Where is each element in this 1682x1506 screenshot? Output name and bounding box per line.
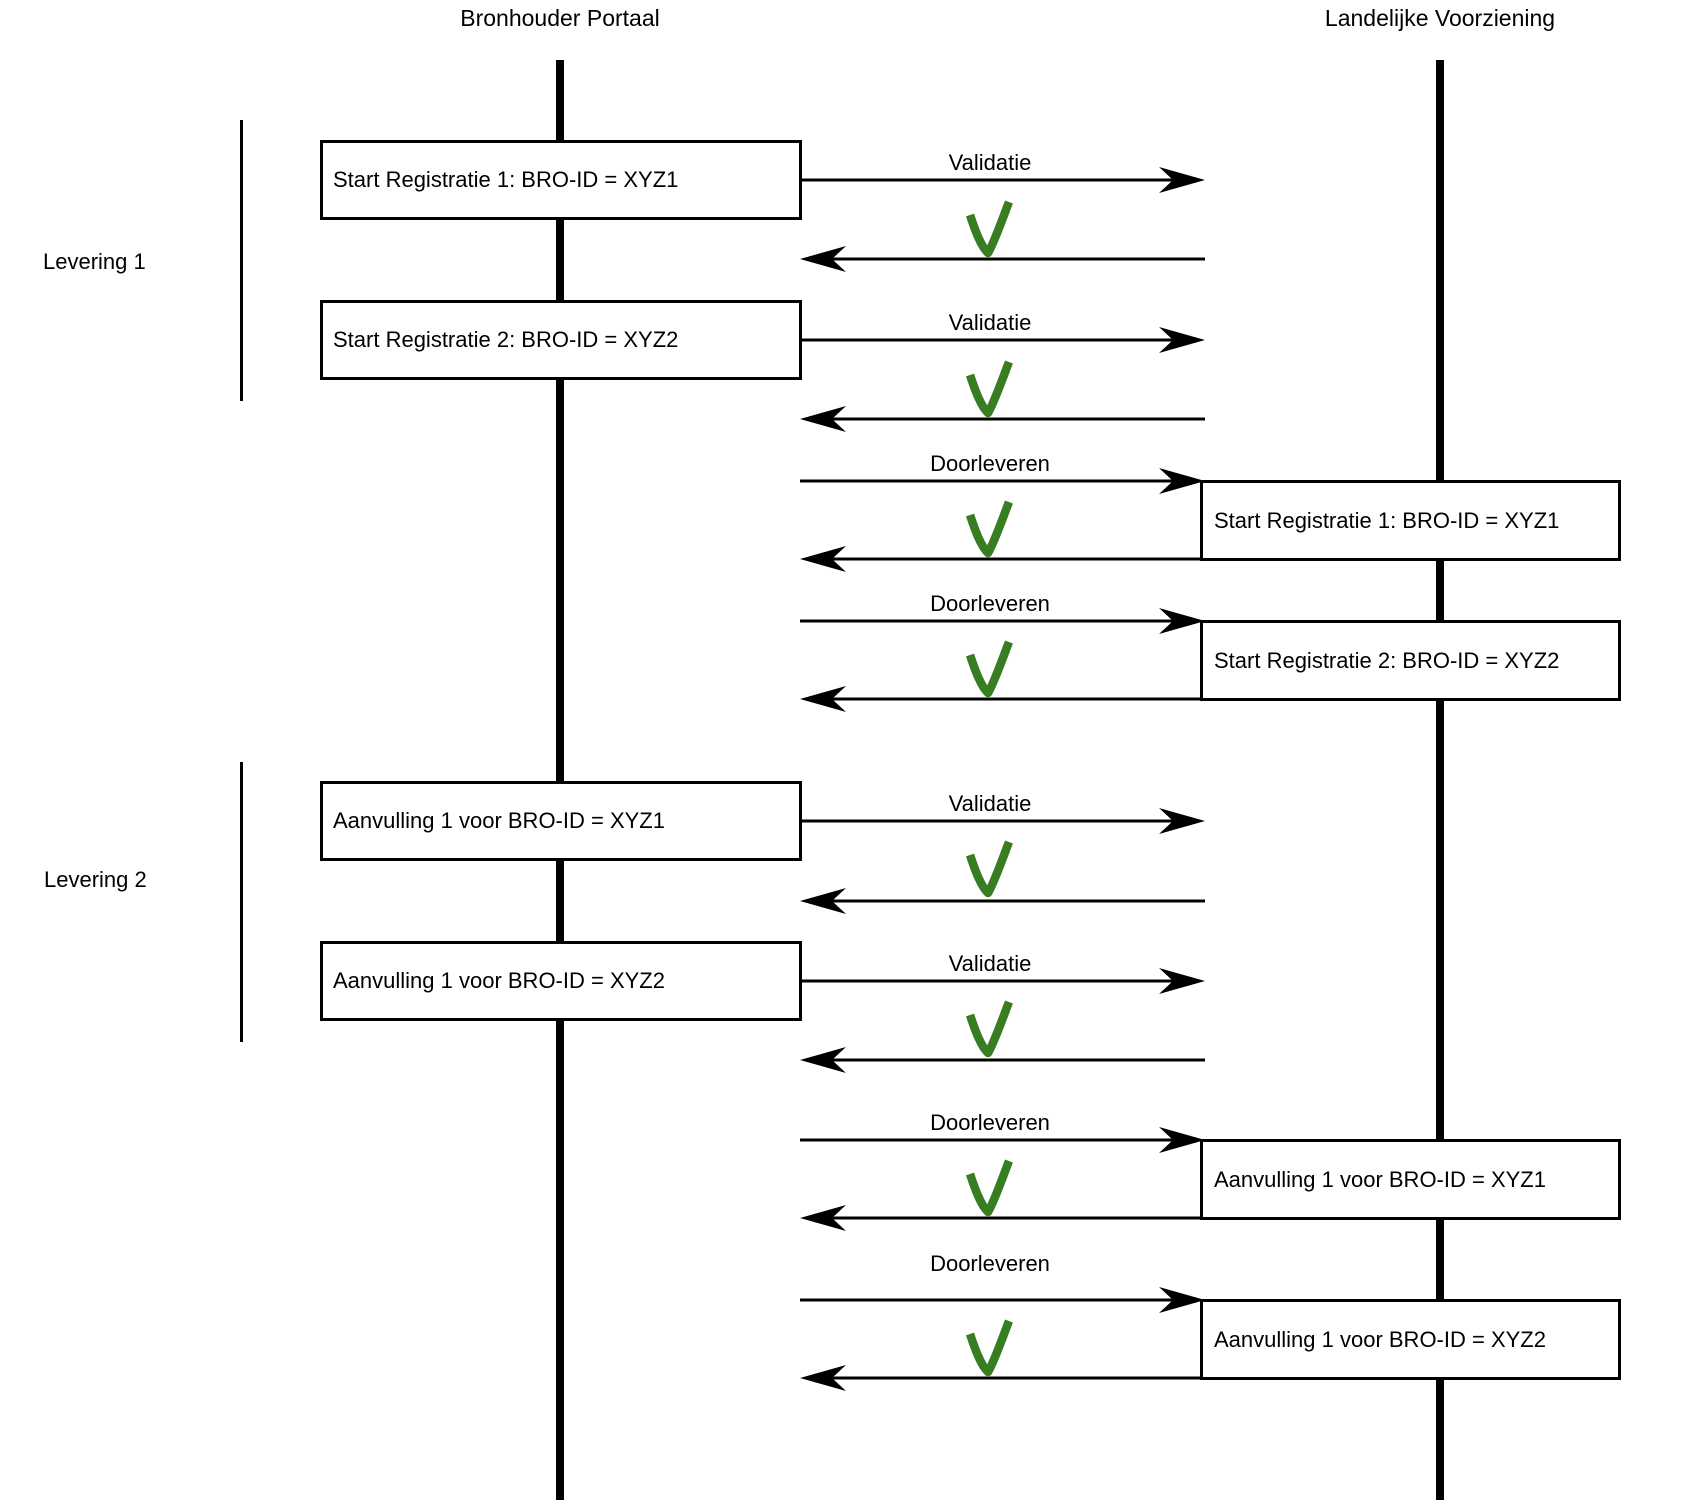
message-label-doorleveren: Doorleveren <box>930 1110 1050 1135</box>
success-check-icon <box>965 360 1013 418</box>
message-label-validatie: Validatie <box>948 310 1032 335</box>
response-arrow <box>800 246 1205 272</box>
message-label-doorleveren: Doorleveren <box>930 451 1050 476</box>
checkmark-stroke <box>965 360 1013 418</box>
arrow-head-icon <box>800 1047 846 1073</box>
request-arrow <box>800 327 1205 353</box>
request-arrow <box>800 968 1205 994</box>
group-bracket-levering-1 <box>240 120 243 401</box>
arrow-head-icon <box>1159 1127 1205 1153</box>
message-box-start-registratie-1-lv: Start Registratie 1: BRO-ID = XYZ1 <box>1200 480 1621 561</box>
group-label-levering-1: Levering 1 <box>43 249 146 274</box>
arrow-head-icon <box>1159 808 1205 834</box>
arrow-head-icon <box>800 1205 846 1231</box>
message-box-text: Start Registratie 2: BRO-ID = XYZ2 <box>1214 647 1560 673</box>
checkmark-stroke <box>965 1159 1013 1217</box>
message-label-doorleveren: Doorleveren <box>930 1251 1050 1276</box>
arrow-head-icon <box>1159 167 1205 193</box>
success-check-icon <box>965 640 1013 698</box>
lifeline-header-bronhouder-portaal: Bronhouder Portaal <box>460 5 660 31</box>
request-arrow <box>800 808 1205 834</box>
checkmark-stroke <box>965 500 1013 558</box>
arrow-head-icon <box>800 1365 846 1391</box>
arrow-head-icon <box>800 546 846 572</box>
arrow-head-icon <box>1159 468 1205 494</box>
request-arrow <box>800 468 1205 494</box>
checkmark-stroke <box>965 640 1013 698</box>
arrow-head-icon <box>800 888 846 914</box>
arrow-head-icon <box>1159 327 1205 353</box>
request-arrow <box>800 167 1205 193</box>
checkmark-stroke <box>965 1000 1013 1058</box>
message-box-text: Aanvulling 1 voor BRO-ID = XYZ2 <box>1214 1326 1546 1352</box>
message-label-doorleveren: Doorleveren <box>930 591 1050 616</box>
response-arrow <box>800 1365 1205 1391</box>
checkmark-stroke <box>965 840 1013 898</box>
lifeline-bronhouder-portaal <box>556 60 564 1500</box>
lifeline-landelijke-voorziening <box>1436 60 1444 1500</box>
message-box-aanvulling-xyz1-portaal: Aanvulling 1 voor BRO-ID = XYZ1 <box>320 781 802 861</box>
success-check-icon <box>965 840 1013 898</box>
arrow-head-icon <box>800 406 846 432</box>
response-arrow <box>800 1047 1205 1073</box>
arrow-head-icon <box>1159 1287 1205 1313</box>
message-box-text: Start Registratie 1: BRO-ID = XYZ1 <box>1214 507 1560 533</box>
message-box-start-registratie-1-portaal: Start Registratie 1: BRO-ID = XYZ1 <box>320 140 802 220</box>
success-check-icon <box>965 1000 1013 1058</box>
success-check-icon <box>965 1159 1013 1217</box>
response-arrow <box>800 546 1205 572</box>
response-arrow <box>800 888 1205 914</box>
checkmark-stroke <box>965 1319 1013 1377</box>
response-arrow <box>800 686 1205 712</box>
arrow-head-icon <box>800 246 846 272</box>
group-bracket-levering-2 <box>240 762 243 1042</box>
response-arrow <box>800 406 1205 432</box>
response-arrow <box>800 1205 1205 1231</box>
message-box-aanvulling-xyz2-portaal: Aanvulling 1 voor BRO-ID = XYZ2 <box>320 941 802 1021</box>
arrow-head-icon <box>1159 608 1205 634</box>
message-label-validatie: Validatie <box>948 150 1032 175</box>
message-box-start-registratie-2-portaal: Start Registratie 2: BRO-ID = XYZ2 <box>320 300 802 380</box>
request-arrow <box>800 1127 1205 1153</box>
message-box-text: Aanvulling 1 voor BRO-ID = XYZ1 <box>333 808 665 833</box>
message-box-text: Aanvulling 1 voor BRO-ID = XYZ1 <box>1214 1166 1546 1192</box>
message-box-text: Start Registratie 2: BRO-ID = XYZ2 <box>333 327 679 352</box>
message-box-start-registratie-2-lv: Start Registratie 2: BRO-ID = XYZ2 <box>1200 620 1621 701</box>
checkmark-stroke <box>965 200 1013 258</box>
message-label-validatie: Validatie <box>948 951 1032 976</box>
lifeline-header-landelijke-voorziening: Landelijke Voorziening <box>1324 5 1556 31</box>
arrow-head-icon <box>800 686 846 712</box>
request-arrow <box>800 608 1205 634</box>
message-box-text: Start Registratie 1: BRO-ID = XYZ1 <box>333 167 679 192</box>
success-check-icon <box>965 500 1013 558</box>
success-check-icon <box>965 200 1013 258</box>
message-box-aanvulling-xyz1-lv: Aanvulling 1 voor BRO-ID = XYZ1 <box>1200 1139 1621 1220</box>
message-box-aanvulling-xyz2-lv: Aanvulling 1 voor BRO-ID = XYZ2 <box>1200 1299 1621 1380</box>
arrow-head-icon <box>1159 968 1205 994</box>
message-box-text: Aanvulling 1 voor BRO-ID = XYZ2 <box>333 968 665 993</box>
request-arrow <box>800 1287 1205 1313</box>
success-check-icon <box>965 1319 1013 1377</box>
group-label-levering-2: Levering 2 <box>44 867 147 892</box>
message-label-validatie: Validatie <box>948 791 1032 816</box>
